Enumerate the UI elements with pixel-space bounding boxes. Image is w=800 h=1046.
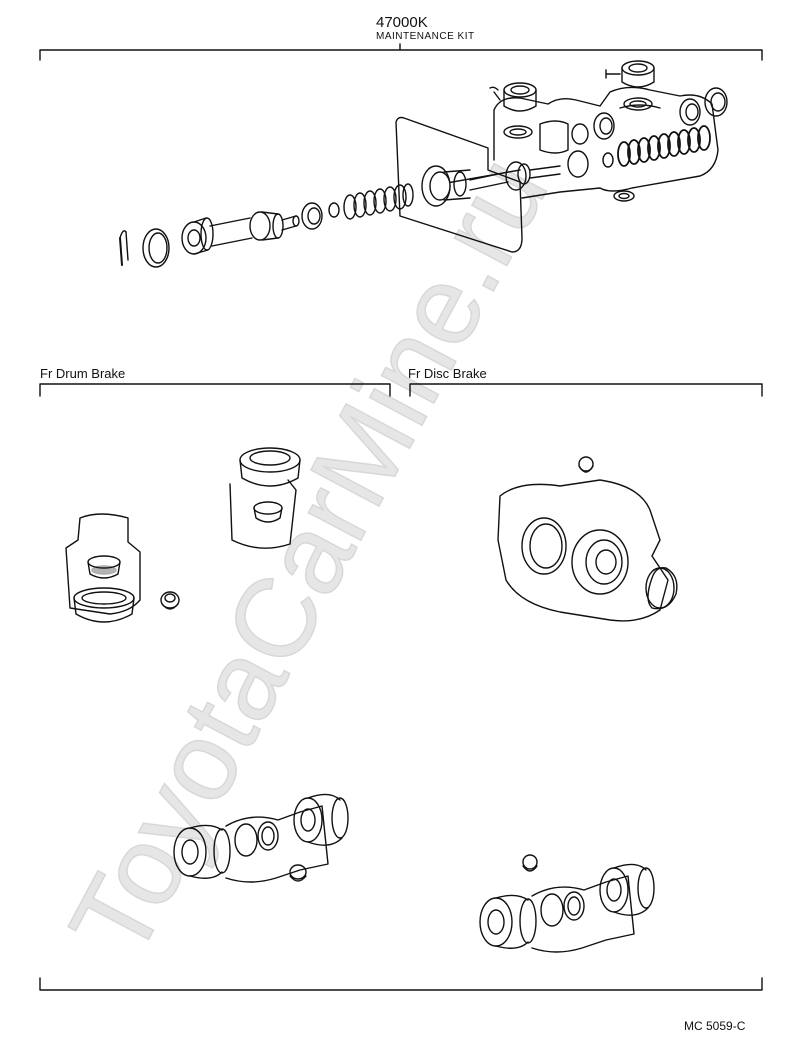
drum-cup-upper — [253, 501, 283, 523]
disc-lower-pistons — [540, 891, 585, 927]
disc-brake-title: Fr Disc Brake — [408, 366, 487, 381]
drum-lower-boot-right — [293, 793, 349, 846]
drum-lower-body — [225, 805, 329, 883]
drum-lower-boot-left — [173, 824, 231, 879]
snap-ring — [142, 228, 170, 268]
drum-cup-small — [87, 555, 121, 579]
drum-lower-bleeder-cap — [289, 864, 307, 882]
cylinder-flange — [395, 116, 523, 253]
secondary-spring — [617, 125, 711, 167]
gasket — [613, 190, 635, 202]
drum-brake-title: Fr Drum Brake — [40, 366, 126, 381]
primary-spring — [343, 183, 414, 220]
drum-bleeder-cap — [160, 591, 180, 610]
reservoir-grommet-left — [489, 82, 537, 112]
drum-bracket — [39, 383, 391, 397]
disc-lower-boot-right — [599, 863, 655, 916]
drum-wheel-cylinder-lower — [173, 793, 349, 883]
cylinder-body — [493, 86, 719, 199]
push-rod-boot — [181, 217, 214, 255]
stopper-seal — [567, 112, 615, 178]
drum-cylinder-body-left — [65, 513, 141, 615]
part-number: 47000K — [376, 14, 428, 31]
bottom-bracket — [39, 977, 763, 991]
drum-wheel-cylinder-upper — [65, 447, 301, 623]
small-ring — [328, 202, 340, 218]
reservoir-grommet-right — [605, 60, 655, 88]
drum-cylinder-body-right — [229, 447, 301, 549]
kit-name: MAINTENANCE KIT — [376, 31, 475, 42]
piston-cup — [301, 202, 323, 230]
disc-dust-boot — [571, 529, 629, 595]
disc-bracket — [409, 383, 763, 397]
inlet-seal-left — [503, 125, 533, 139]
disc-piston-seal — [521, 517, 567, 575]
disc-wheel-cylinder-lower — [479, 854, 655, 953]
secondary-piston — [429, 161, 561, 201]
disc-bleeder-cap — [578, 456, 594, 473]
disc-caliper-outline — [497, 479, 669, 622]
figure-code: MC 5059-C — [684, 1019, 746, 1033]
inlet-seal-right — [623, 97, 653, 111]
disc-lower-body — [531, 875, 635, 953]
drum-lower-pistons — [234, 821, 279, 857]
drum-boot-large — [73, 587, 135, 623]
disc-caliper-kit — [497, 456, 678, 622]
disc-lower-boot-left — [479, 894, 537, 949]
disc-lower-bleeder — [522, 854, 538, 872]
end-cup — [679, 87, 728, 126]
cotter-pin — [119, 230, 129, 266]
kit-bracket — [39, 43, 763, 61]
primary-piston — [209, 211, 300, 247]
master-cylinder-assembly — [119, 60, 728, 268]
disc-set-ring — [645, 567, 678, 610]
